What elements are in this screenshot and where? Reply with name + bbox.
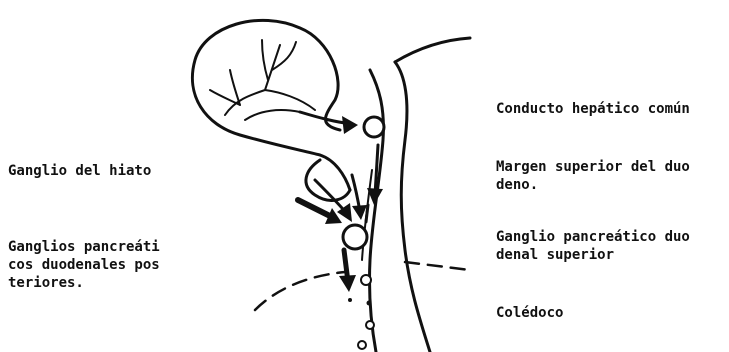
label-pancreatico-superior-line-1: Ganglio pancreático duo — [496, 228, 690, 246]
label-ganglios-posteriores-line-3: teriores. — [8, 274, 160, 292]
label-coledoco-text: Colédoco — [496, 304, 563, 322]
hepatic-duct-right-wall — [395, 62, 430, 352]
arrow-thick-left — [298, 200, 334, 218]
lymph-node-pancreatic-superior — [343, 225, 367, 249]
arrowhead-hepatic-node — [342, 116, 358, 134]
label-ganglios-pancreaticos-posteriores: Ganglios pancreáti cos duodenales pos te… — [8, 238, 160, 292]
duodenum-dashed-line — [405, 262, 470, 270]
lymph-node-small-1 — [361, 275, 371, 285]
label-ganglios-posteriores-line-1: Ganglios pancreáti — [8, 238, 160, 256]
label-ganglio-hiato: Ganglio del hiato — [8, 162, 151, 180]
hepatic-duct-left-wall — [369, 70, 383, 352]
label-pancreatico-superior-line-2: denal superior — [496, 246, 690, 264]
arrowhead-hiato-node-2 — [352, 205, 367, 220]
label-ganglios-posteriores-line-2: cos duodenales pos — [8, 256, 160, 274]
label-margen-line-1: Margen superior del duo — [496, 158, 690, 176]
label-conducto-hepatico: Conducto hepático común — [496, 100, 690, 118]
lymph-dot-1 — [367, 301, 372, 306]
label-coledoco: Colédoco — [496, 304, 563, 322]
lymph-node-small-2 — [366, 321, 374, 329]
lymph-node-small-3 — [358, 341, 366, 349]
lymph-node-hepatic — [364, 117, 384, 137]
label-margen-superior: Margen superior del duo deno. — [496, 158, 690, 194]
lymph-dot-2 — [348, 298, 352, 302]
label-conducto-hepatico-text: Conducto hepático común — [496, 100, 690, 118]
hepatic-branch — [395, 38, 470, 62]
label-ganglio-hiato-text: Ganglio del hiato — [8, 162, 151, 180]
lower-dashed-curve — [255, 272, 345, 310]
label-margen-line-2: deno. — [496, 176, 690, 194]
gallbladder-lymphatics — [210, 40, 315, 120]
arrowhead-down-choledoch — [339, 275, 356, 292]
gallbladder-outline — [192, 20, 350, 190]
label-ganglio-pancreatico-superior: Ganglio pancreático duo denal superior — [496, 228, 690, 264]
arrow-short-duct — [366, 205, 368, 222]
